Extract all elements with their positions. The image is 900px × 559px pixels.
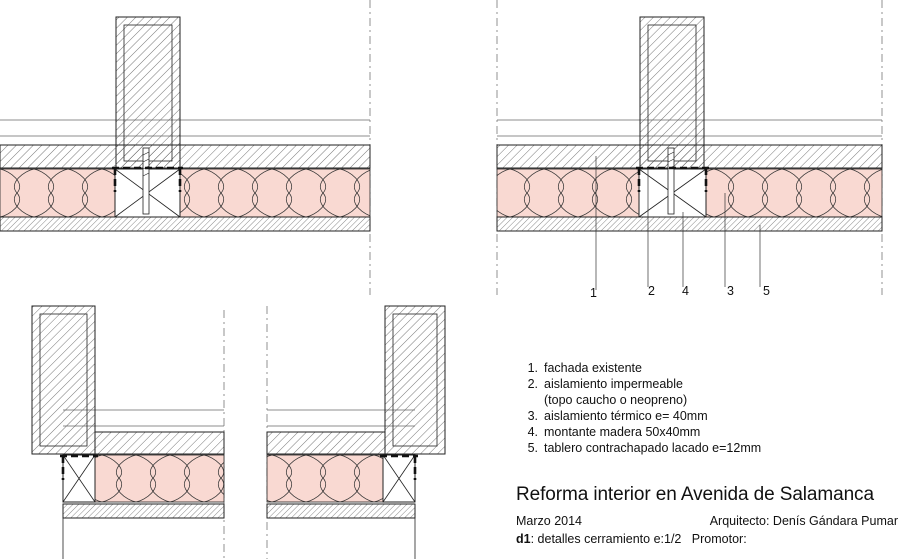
legend-text: tablero contrachapado lacado e=12mm	[544, 441, 762, 455]
legend-item: 4. montante madera 50x40mm	[520, 424, 761, 440]
legend-num: 5.	[527, 441, 538, 455]
callout-2: 2	[648, 284, 655, 298]
legend-text: aislamiento impermeable	[544, 377, 683, 391]
legend-item: 3. aislamiento térmico e= 40mm	[520, 408, 761, 424]
legend-item: 2. aislamiento impermeable	[520, 376, 761, 392]
sheet-description: : detalles cerramiento e:1/2	[530, 532, 682, 546]
legend-item: 5. tablero contrachapado lacado e=12mm	[520, 440, 762, 456]
legend-text: (topo caucho o neopreno)	[544, 393, 688, 407]
title-block: Reforma interior en Avenida de Salamanca…	[516, 484, 900, 546]
detail-b	[496, 0, 883, 295]
legend-item: (topo caucho o neopreno)	[520, 392, 761, 408]
legend-text: fachada existente	[544, 361, 642, 375]
legend-text: montante madera 50x40mm	[544, 425, 701, 439]
legend-num: 2.	[527, 377, 538, 391]
sheet-code: d1	[516, 532, 531, 546]
legend-text: aislamiento térmico e= 40mm	[544, 409, 708, 423]
legend: 1. fachada existente 2. aislamiento imperm…	[520, 360, 762, 456]
promoter: Promotor:	[691, 532, 747, 546]
sheet-row: d1: detalles cerramiento e:1/2 Promotor:	[516, 532, 900, 546]
project-title: Reforma interior en Avenida de Salamanca	[516, 484, 874, 505]
callout-3: 3	[727, 284, 734, 298]
detail-a	[0, 0, 371, 295]
callout-4: 4	[682, 284, 689, 298]
drawing-date: Marzo 2014	[516, 514, 583, 528]
legend-num: 4.	[527, 425, 538, 439]
meta-row: Marzo 2014 Arquitecto: Denís Gándara Pum…	[516, 514, 900, 530]
callout-1: 1	[590, 286, 597, 300]
legend-item: 1. fachada existente	[520, 360, 761, 376]
architect: Arquitecto: Denís Gándara Pumar	[709, 514, 898, 528]
legend-num: 1.	[527, 361, 538, 375]
callout-5: 5	[763, 284, 770, 298]
detail-d	[266, 305, 446, 559]
legend-num: 3.	[527, 409, 538, 423]
detail-c	[31, 305, 225, 559]
